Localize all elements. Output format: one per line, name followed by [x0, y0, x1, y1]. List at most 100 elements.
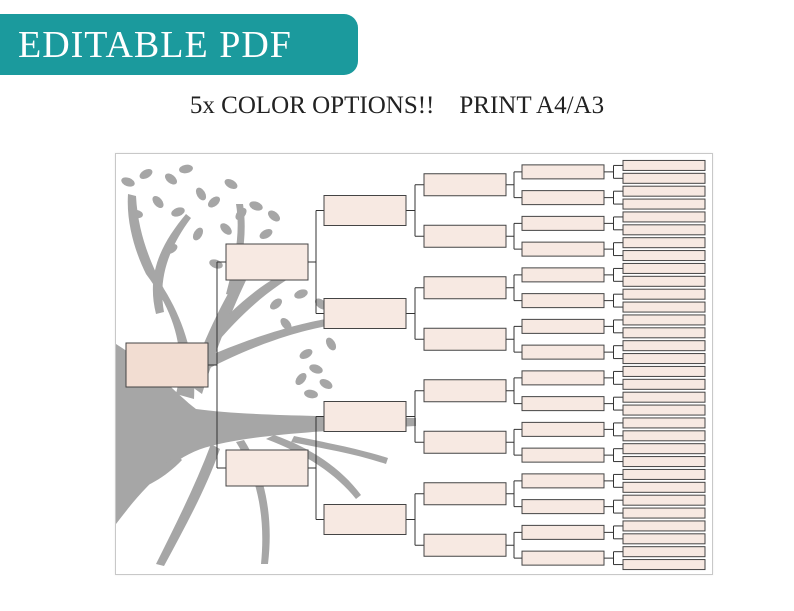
name-box[interactable]	[423, 482, 507, 506]
subtitle: 5x COLOR OPTIONS!! PRINT A4/A3	[189, 92, 605, 119]
tree-branch-4	[206, 262, 308, 346]
name-box[interactable]	[521, 370, 605, 386]
name-box[interactable]	[521, 190, 605, 206]
name-box[interactable]	[125, 342, 209, 388]
leaf-icon	[295, 372, 307, 386]
leaf-icon	[309, 364, 323, 374]
name-box[interactable]	[622, 237, 706, 249]
name-box[interactable]	[622, 507, 706, 519]
name-box[interactable]	[323, 195, 407, 226]
name-box[interactable]	[622, 224, 706, 236]
name-box[interactable]	[622, 443, 706, 455]
badge-text: EDITABLE PDF	[18, 23, 292, 66]
name-box[interactable]	[622, 159, 706, 171]
name-box[interactable]	[622, 262, 706, 274]
name-box[interactable]	[225, 449, 309, 487]
name-box[interactable]	[521, 524, 605, 540]
name-box[interactable]	[521, 267, 605, 283]
name-box[interactable]	[622, 275, 706, 287]
name-box[interactable]	[622, 250, 706, 262]
name-boxes	[125, 159, 706, 571]
name-box[interactable]	[622, 172, 706, 184]
name-box[interactable]	[622, 391, 706, 403]
name-box[interactable]	[521, 293, 605, 309]
name-box[interactable]	[423, 276, 507, 300]
tree-illustration	[116, 164, 416, 566]
name-box[interactable]	[521, 499, 605, 515]
leaf-icon	[294, 289, 308, 299]
name-box[interactable]	[622, 559, 706, 571]
name-box[interactable]	[323, 401, 407, 432]
name-box[interactable]	[521, 241, 605, 257]
name-box[interactable]	[622, 494, 706, 506]
name-box[interactable]	[622, 533, 706, 545]
name-box[interactable]	[622, 301, 706, 313]
name-box[interactable]	[423, 224, 507, 248]
name-box[interactable]	[423, 173, 507, 197]
name-box[interactable]	[521, 421, 605, 437]
leaf-icon	[224, 178, 238, 190]
leaf-icon	[220, 223, 232, 235]
leaf-icon	[269, 298, 283, 310]
leaf-icon	[139, 168, 153, 180]
leaf-icon	[304, 389, 318, 399]
name-box[interactable]	[423, 379, 507, 403]
leaf-icon	[280, 317, 292, 331]
name-box[interactable]	[622, 546, 706, 558]
leaf-icon	[249, 201, 263, 211]
name-box[interactable]	[423, 430, 507, 454]
tree-branch-6	[226, 204, 245, 296]
name-box[interactable]	[521, 447, 605, 463]
name-box[interactable]	[521, 550, 605, 566]
tree-branch-5	[152, 214, 191, 314]
leaf-icon	[195, 187, 207, 201]
name-box[interactable]	[423, 327, 507, 351]
name-box[interactable]	[521, 164, 605, 180]
name-box[interactable]	[622, 481, 706, 493]
name-box[interactable]	[622, 430, 706, 442]
name-box[interactable]	[622, 185, 706, 197]
name-box[interactable]	[622, 417, 706, 429]
name-box[interactable]	[521, 318, 605, 334]
name-box[interactable]	[622, 211, 706, 223]
name-box[interactable]	[323, 298, 407, 329]
name-box[interactable]	[622, 456, 706, 468]
leaf-icon	[319, 378, 333, 390]
name-box[interactable]	[622, 378, 706, 390]
family-tree-svg	[116, 159, 706, 571]
leaf-icon	[171, 207, 185, 217]
name-box[interactable]	[622, 468, 706, 480]
leaf-icon	[207, 196, 221, 208]
editable-pdf-badge: EDITABLE PDF	[0, 14, 358, 75]
name-box[interactable]	[521, 396, 605, 412]
name-box[interactable]	[225, 243, 309, 281]
leaf-icon	[164, 173, 178, 185]
leaf-icon	[192, 227, 204, 241]
name-box[interactable]	[521, 344, 605, 360]
name-box[interactable]	[622, 314, 706, 326]
name-box[interactable]	[323, 504, 407, 535]
name-box[interactable]	[622, 520, 706, 532]
name-box[interactable]	[622, 365, 706, 377]
tree-branch-0	[116, 344, 416, 524]
name-box[interactable]	[622, 288, 706, 300]
leaf-icon	[325, 337, 337, 351]
leaf-icon	[152, 195, 164, 209]
leaf-icon	[129, 209, 143, 219]
name-box[interactable]	[622, 327, 706, 339]
family-tree-chart	[115, 153, 713, 575]
connector-lines	[208, 164, 623, 566]
name-box[interactable]	[423, 533, 507, 557]
name-box[interactable]	[622, 198, 706, 210]
leaf-icon	[179, 164, 193, 174]
name-box[interactable]	[521, 215, 605, 231]
name-box[interactable]	[622, 404, 706, 416]
tree-branch-9	[266, 435, 361, 499]
name-box[interactable]	[521, 473, 605, 489]
leaf-icon	[164, 243, 178, 255]
leaf-icon	[121, 177, 135, 187]
name-box[interactable]	[622, 340, 706, 352]
tree-branch-7	[156, 444, 220, 566]
name-box[interactable]	[622, 353, 706, 365]
tree-branch-10	[116, 454, 182, 496]
